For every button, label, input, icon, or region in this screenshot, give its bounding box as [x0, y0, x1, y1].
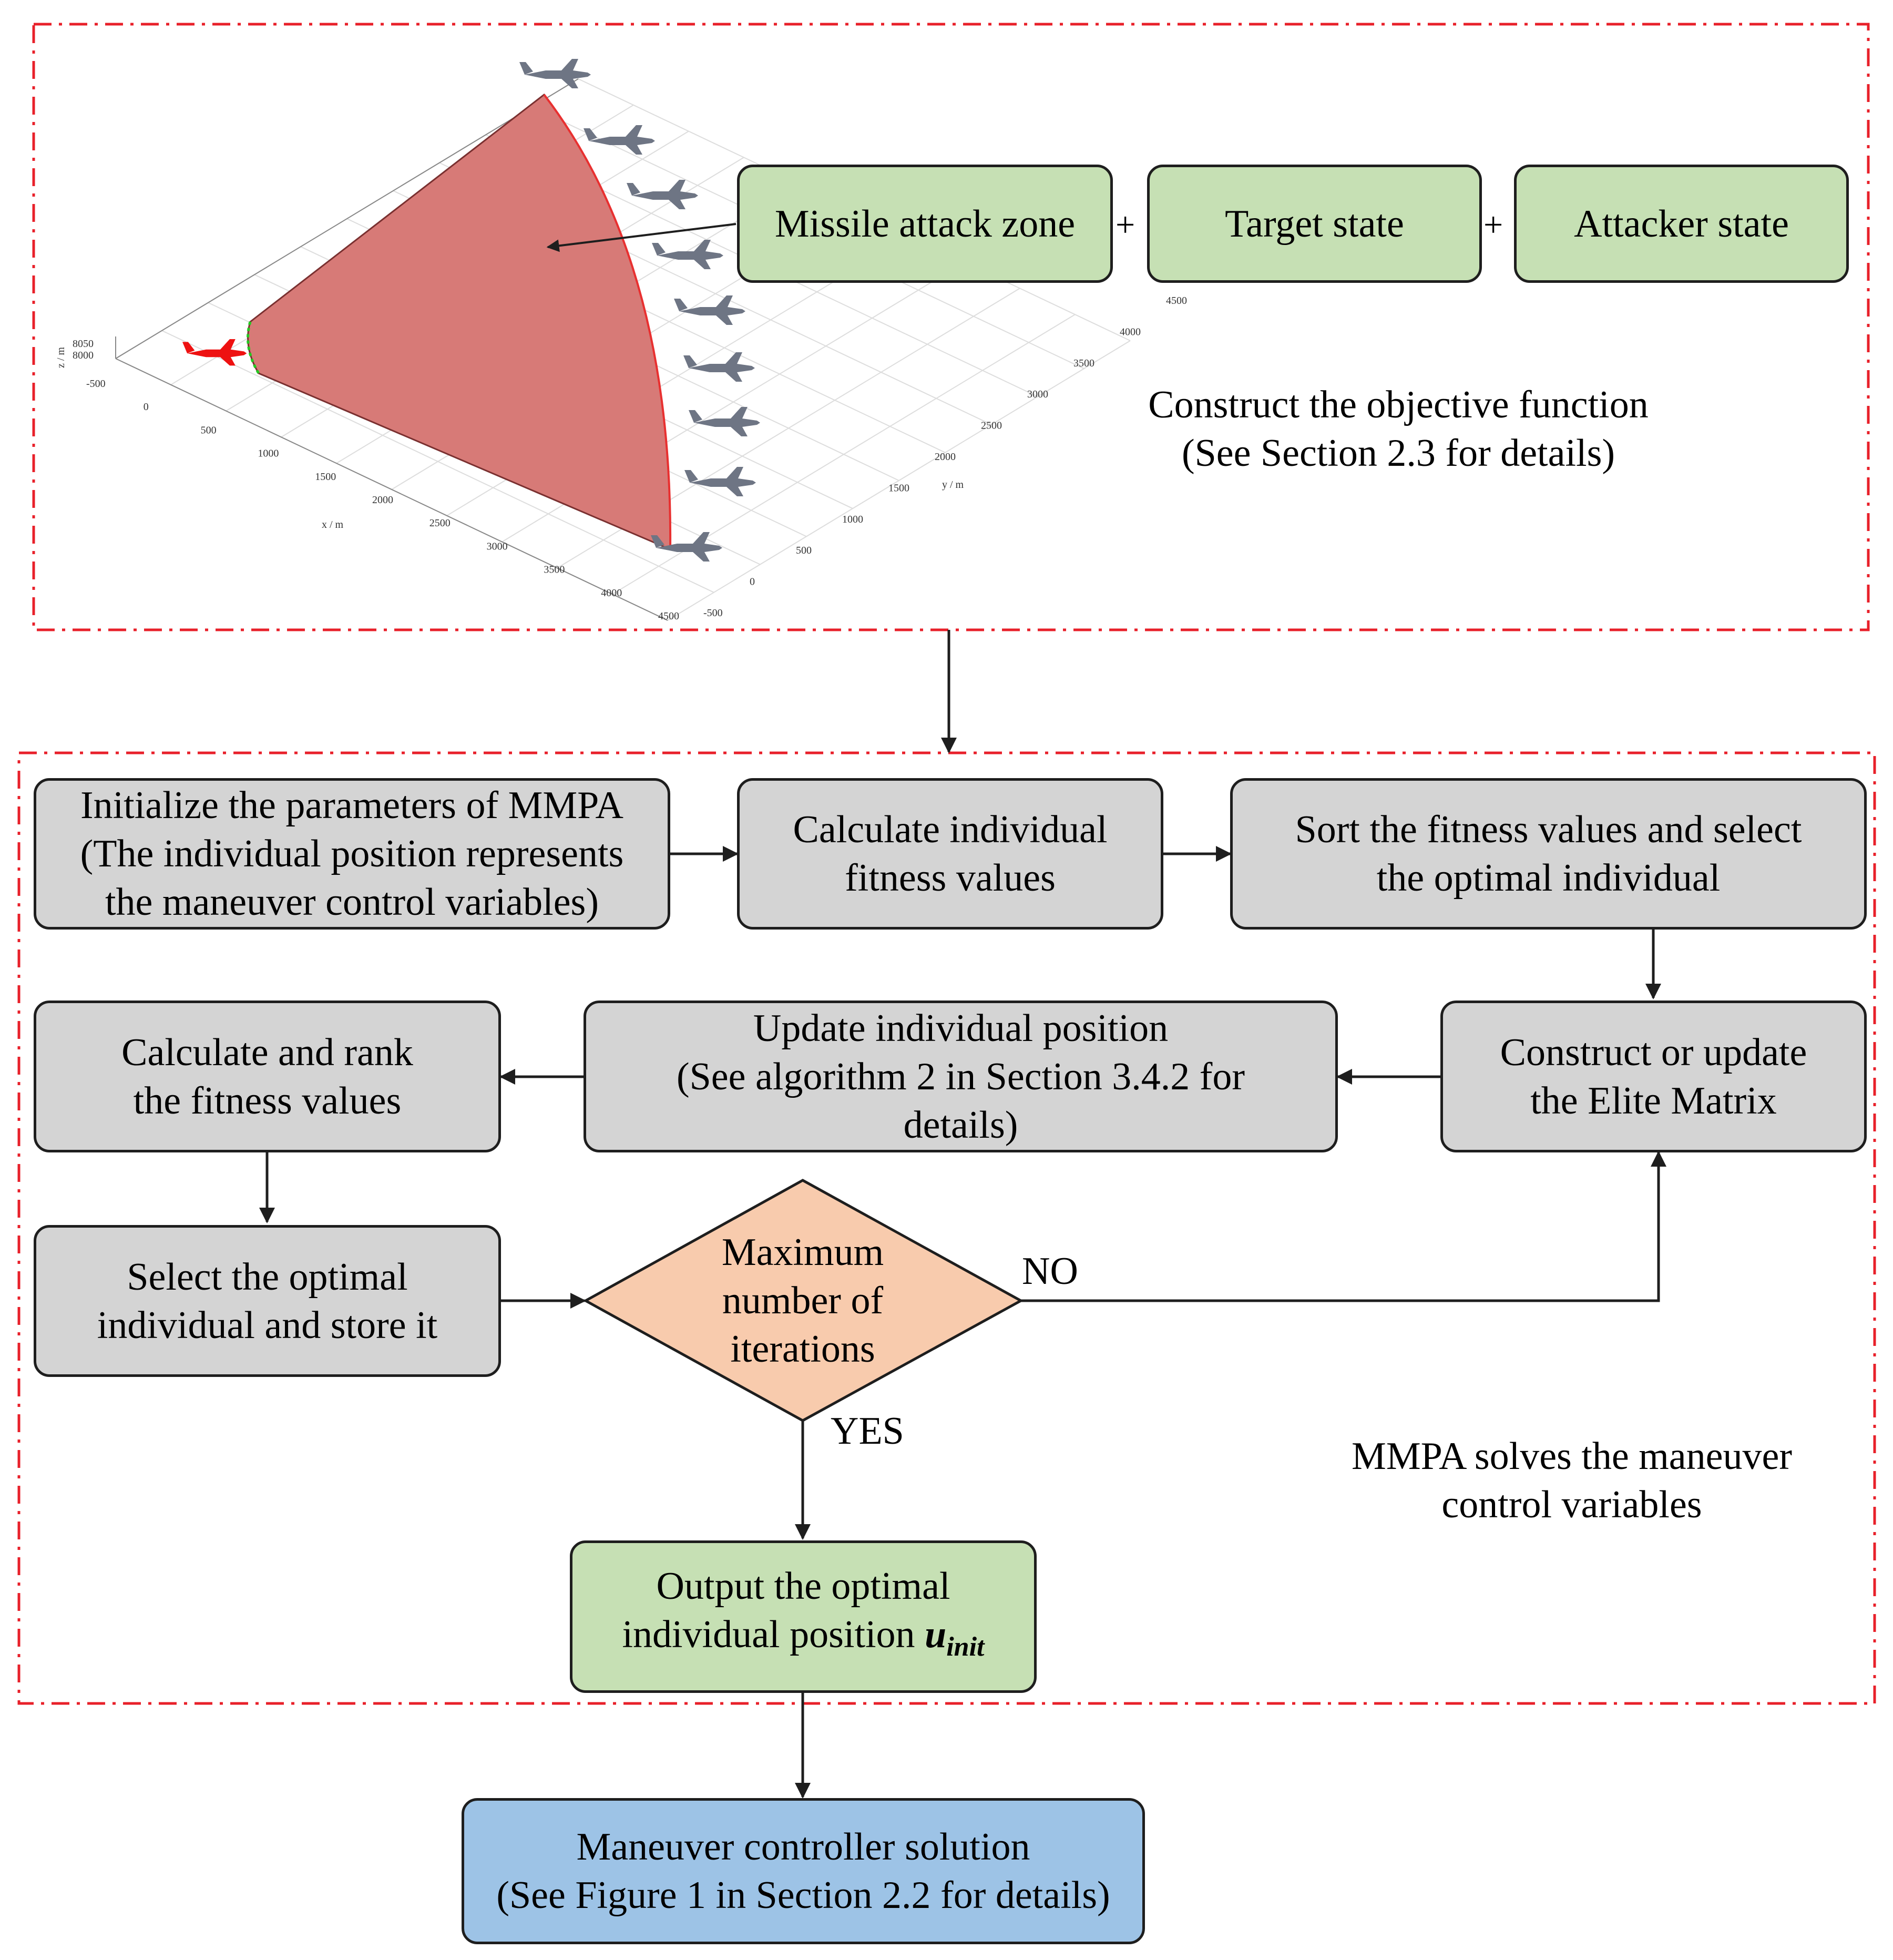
target-aircraft-icon: [689, 407, 760, 436]
missile-attack-zone-label: Missile attack zone: [774, 202, 1076, 246]
x-tick-label: 2000: [372, 494, 393, 506]
grid-line: [667, 340, 1131, 621]
x-tick-label: 1500: [315, 471, 336, 483]
x-axis-label: x / m: [322, 519, 344, 530]
x-tick-label: -500: [86, 378, 106, 390]
x-tick-label: 3000: [487, 540, 508, 552]
select-optimal-box: Select the optimal individual and store …: [34, 1225, 501, 1377]
y-tick-label: 500: [796, 545, 812, 556]
x-tick-label: 0: [144, 401, 149, 413]
target-state-box: Target state: [1147, 165, 1482, 283]
maneuver-solution-box: Maneuver controller solution (See Figure…: [462, 1798, 1145, 1944]
z-tick-8050: 8050: [73, 338, 94, 350]
calculate-fitness-box: Calculate individual fitness values: [737, 778, 1163, 930]
update-position-box: Update individual position (See algorith…: [584, 1001, 1338, 1152]
x-tick-label: 2500: [429, 517, 451, 529]
target-aircraft-icon: [584, 125, 655, 155]
x-tick-label: 3500: [544, 564, 565, 576]
x-tick-label: 4500: [658, 610, 679, 622]
y-tick-label: 1000: [842, 514, 863, 525]
output-optimal-box: Output the optimal individual position u…: [570, 1540, 1037, 1693]
x-tick-label: 500: [201, 424, 217, 436]
target-state-label: Target state: [1225, 202, 1404, 246]
missile-attack-zone-box: Missile attack zone: [737, 165, 1113, 283]
target-aircraft-icon: [652, 240, 723, 269]
y-tick-label: 3500: [1073, 358, 1094, 369]
target-aircraft-icon: [674, 295, 745, 325]
x-tick-label: 4000: [601, 587, 622, 599]
attacker-aircraft-icon: [182, 339, 247, 366]
grid-line: [612, 314, 1076, 595]
plus-sign: +: [1116, 206, 1135, 244]
objective-frame: [32, 23, 1870, 631]
arrow-decision-no-loop: [1021, 1151, 1666, 1302]
plus-sign: +: [1483, 206, 1503, 244]
objective-caption: Construct the objective function (See Se…: [1148, 383, 1649, 475]
y-tick-label: 3000: [1027, 389, 1048, 400]
y-axis-label: y / m: [942, 479, 964, 491]
attack-zone-area: [247, 93, 671, 551]
attacker-state-box: Attacker state: [1514, 165, 1849, 283]
mmpa-frame: [17, 751, 1876, 1705]
z-tick-8000: 8000: [73, 350, 94, 361]
y-tick-label: 2000: [935, 451, 956, 463]
zone-pointer-arrow: [546, 223, 736, 252]
missile-zone-plot: -500 0 500 1000 1500 2000 2500 3000 3500 4000 4500…: [55, 59, 1187, 622]
target-aircraft-icon: [519, 59, 591, 88]
attacker-state-label: Attacker state: [1574, 202, 1789, 246]
no-label: NO: [1022, 1250, 1078, 1293]
x-tick-label: 1000: [258, 448, 279, 460]
y-tick-label: 1500: [888, 482, 909, 494]
y-tick-label: 4000: [1120, 326, 1141, 338]
rank-fitness-box: Calculate and rank the fitness values: [34, 1001, 501, 1152]
yes-label: YES: [831, 1410, 904, 1453]
y-tick-label: 2500: [981, 420, 1002, 432]
u-init-symbol: uinit: [925, 1613, 985, 1662]
decision-text: Maximum number of iterations: [721, 1231, 884, 1371]
initialize-mmpa-box: Initialize the parameters of MMPA (The i…: [34, 778, 670, 930]
target-aircraft-icon: [627, 180, 698, 209]
max-iterations-decision: [582, 1179, 1024, 1422]
y-tick-label: -500: [703, 607, 723, 619]
y-tick-label: 0: [750, 576, 755, 588]
y-tick-label: 4500: [1166, 295, 1187, 307]
elite-matrix-box: Construct or update the Elite Matrix: [1440, 1001, 1867, 1152]
z-axis-label: z / m: [55, 347, 67, 368]
mmpa-caption: MMPA solves the maneuver control variabl…: [1352, 1435, 1792, 1526]
sort-fitness-box: Sort the fitness values and select the o…: [1230, 778, 1867, 930]
target-aircraft-icon: [684, 467, 756, 496]
